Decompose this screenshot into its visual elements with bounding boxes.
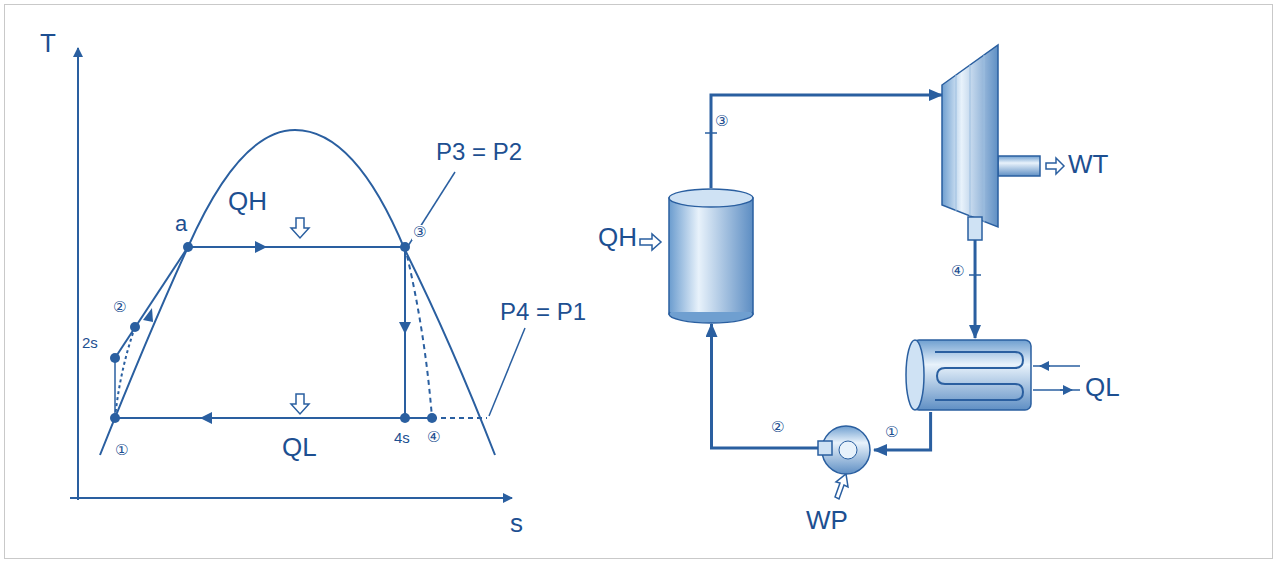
- pump-node: WP: [818, 425, 874, 475]
- drawing-ellipse: [669, 189, 753, 207]
- drawing-line: [1033, 365, 1080, 367]
- drawing-path: [640, 234, 661, 250]
- drawing-circle: [110, 353, 120, 363]
- callout-number: ②: [112, 300, 127, 315]
- boiler-shape: [668, 188, 754, 324]
- callout-number: ③: [412, 225, 427, 240]
- drawing-line: [956, 75, 957, 211]
- drawing-g: [110, 241, 437, 424]
- diagram-label: QL: [282, 434, 317, 460]
- drawing-path: [291, 394, 309, 414]
- drawing-line: [432, 417, 487, 419]
- drawing-path: [1046, 158, 1064, 174]
- state-number: ③: [714, 114, 729, 129]
- drawing-rect: [913, 340, 1031, 410]
- diagram-label: P4 = P1: [500, 300, 586, 324]
- component-label: QL: [1085, 374, 1120, 400]
- drawing-circle: [400, 413, 410, 423]
- drawing-path: [100, 130, 495, 455]
- drawing-circle: [427, 413, 437, 423]
- drawing-rect: [998, 156, 1040, 176]
- diagram-label: T: [40, 30, 56, 56]
- drawing-circle: [130, 322, 140, 332]
- frame-border: [4, 4, 1273, 559]
- drawing-path: [405, 247, 432, 418]
- pump-shape: [818, 425, 874, 475]
- drawing-circle: [400, 242, 410, 252]
- drawing-path: [255, 241, 267, 253]
- pipe-connector: [974, 240, 977, 338]
- diagram-label: s: [510, 510, 523, 536]
- diagram-label: 2s: [82, 335, 98, 350]
- callout-number: ④: [426, 430, 441, 445]
- turbine-shape: [942, 45, 998, 240]
- drawing-rect: [670, 200, 752, 312]
- state-number: ①: [884, 425, 899, 440]
- drawing-line: [1033, 389, 1080, 391]
- drawing-path: [835, 474, 848, 499]
- condenser-shape: [905, 338, 1033, 412]
- drawing-line: [115, 417, 432, 419]
- component-label: WP: [806, 507, 848, 533]
- drawing-ellipse: [906, 340, 924, 410]
- drawing-line: [489, 328, 525, 416]
- drawing-line: [77, 48, 79, 500]
- diagram-label: 4s: [394, 430, 410, 445]
- pipe-connector: [712, 324, 819, 448]
- drawing-circle: [839, 441, 857, 459]
- drawing-path: [143, 308, 153, 322]
- state-number: ②: [770, 420, 785, 435]
- diagram-label: P3 = P2: [436, 140, 522, 164]
- drawing-line: [984, 55, 985, 222]
- drawing-rect: [968, 217, 982, 240]
- boiler-node: QH: [668, 188, 754, 324]
- diagram-label: a: [175, 213, 187, 235]
- drawing-path: [935, 352, 1023, 400]
- callout-number: ①: [114, 443, 129, 458]
- component-label: WT: [1068, 151, 1108, 177]
- diagram-label: QH: [228, 188, 267, 214]
- drawing-path: [200, 412, 212, 424]
- condenser-node: QL: [905, 338, 1033, 412]
- pipe-connector: [874, 412, 931, 450]
- component-label: QH: [598, 224, 637, 250]
- drawing-line: [1060, 389, 1072, 391]
- drawing-line: [408, 172, 455, 246]
- drawing-rect: [669, 198, 753, 314]
- drawing-path: [115, 327, 135, 418]
- drawing-g: [291, 158, 1064, 499]
- pipe-connector: [711, 95, 942, 188]
- drawing-line: [970, 65, 971, 216]
- drawing-line: [188, 246, 405, 248]
- drawing-circle: [183, 242, 193, 252]
- drawing-path: [399, 322, 411, 334]
- drawing-g: [1033, 366, 1080, 390]
- drawing-line: [1040, 365, 1050, 367]
- drawing-line: [70, 497, 512, 499]
- drawing-circle: [110, 413, 120, 423]
- drawing-g: [70, 48, 525, 500]
- drawing-polygon: [942, 45, 998, 227]
- drawing-path: [291, 218, 309, 238]
- turbine-node: WT: [942, 45, 998, 240]
- state-number: ④: [950, 264, 965, 279]
- drawing-rect: [818, 441, 832, 455]
